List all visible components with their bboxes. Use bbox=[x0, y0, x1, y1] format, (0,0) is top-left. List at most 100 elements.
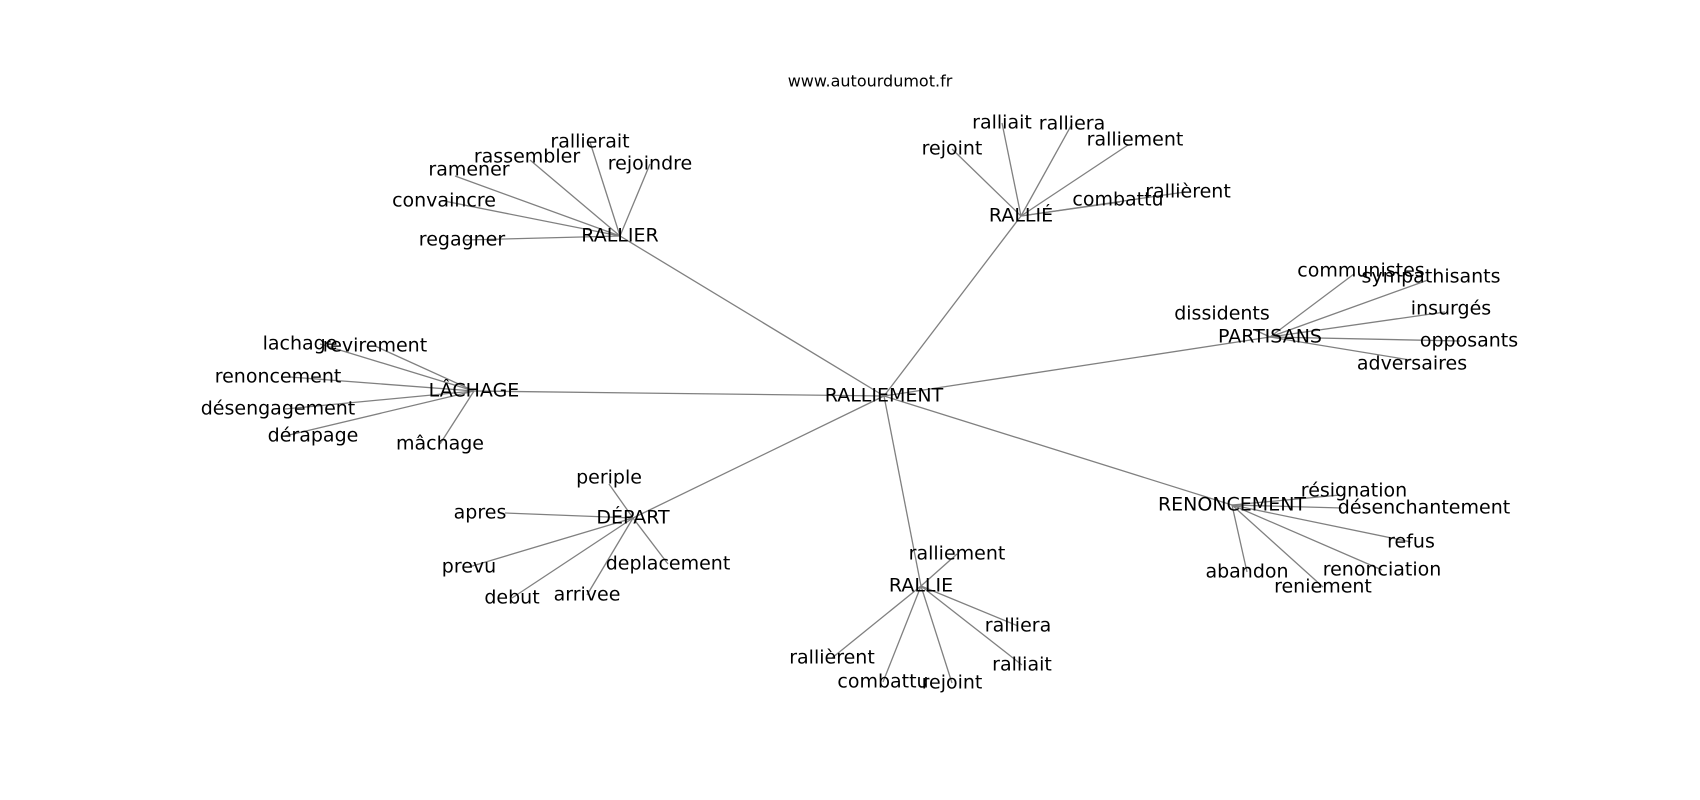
edge-renoncement-3 bbox=[1231, 504, 1383, 571]
edge-rallier-2 bbox=[529, 159, 621, 237]
edge-renoncement-5 bbox=[1231, 504, 1248, 573]
edge-depart-1 bbox=[504, 512, 634, 519]
edge-depart-5 bbox=[632, 517, 669, 565]
leaf-node-rallie-0[interactable]: ralliement bbox=[909, 543, 1006, 565]
edge-rallie-accent-0 bbox=[951, 148, 1022, 217]
edge-root-renoncement bbox=[883, 395, 1233, 506]
hub-node-rallie[interactable]: RALLIE bbox=[889, 575, 953, 597]
edge-rallier-5 bbox=[464, 235, 621, 241]
labels-layer: RALLIEMENT RALLIER rejoindrerallieraitrass… bbox=[201, 112, 1518, 694]
leaf-node-renoncement-2[interactable]: refus bbox=[1387, 531, 1435, 553]
edge-lachage-3 bbox=[284, 390, 475, 410]
hub-node-rallie-accent[interactable]: RALLIÉ bbox=[989, 204, 1053, 227]
edge-root-partisans bbox=[883, 336, 1271, 397]
leaf-node-partisans-2[interactable]: dissidents bbox=[1174, 303, 1270, 325]
leaf-node-rallie-accent-5[interactable]: combattu bbox=[1072, 189, 1163, 211]
hub-node-lachage[interactable]: LÂCHAGE bbox=[429, 379, 520, 402]
leaf-node-rallie-accent-2[interactable]: ralliera bbox=[1039, 113, 1105, 135]
leaf-node-partisans-0[interactable]: communistes bbox=[1297, 260, 1424, 282]
edge-root-rallie-accent bbox=[883, 215, 1022, 397]
edge-rallie-1 bbox=[920, 585, 1019, 627]
leaf-node-depart-3[interactable]: debut bbox=[484, 587, 539, 609]
leaf-node-rallier-3[interactable]: ramener bbox=[428, 159, 509, 181]
leaf-node-rallie-5[interactable]: rallièrent bbox=[789, 647, 875, 669]
leaf-node-depart-2[interactable]: prevu bbox=[442, 556, 496, 578]
edge-partisans-5 bbox=[1269, 336, 1411, 361]
leaf-node-rallie-accent-3[interactable]: ralliement bbox=[1087, 129, 1184, 151]
leaf-node-rallier-2[interactable]: rassembler bbox=[474, 146, 580, 168]
leaf-node-rallier-1[interactable]: rallierait bbox=[550, 131, 629, 153]
leaf-node-partisans-1[interactable]: sympathisants bbox=[1361, 266, 1500, 288]
edge-lachage-2 bbox=[289, 376, 475, 392]
leaf-node-rallier-5[interactable]: regagner bbox=[419, 229, 506, 251]
edge-partisans-2 bbox=[1254, 329, 1271, 338]
edge-rallier-4 bbox=[443, 200, 621, 237]
leaf-node-rallier-0[interactable]: rejoindre bbox=[608, 153, 692, 175]
edges-layer bbox=[284, 122, 1461, 684]
leaf-node-renoncement-4[interactable]: reniement bbox=[1274, 576, 1372, 598]
leaf-node-rallie-accent-4[interactable]: rallièrent bbox=[1145, 181, 1231, 203]
edge-depart-3 bbox=[511, 517, 634, 599]
edge-rallie-accent-3 bbox=[1020, 144, 1129, 217]
leaf-node-renoncement-0[interactable]: résignation bbox=[1301, 480, 1407, 502]
leaf-node-depart-4[interactable]: arrivee bbox=[554, 584, 621, 606]
leaf-node-rallie-2[interactable]: ralliait bbox=[992, 654, 1052, 676]
source-url: www.autourdumot.fr bbox=[788, 72, 953, 91]
edge-partisans-4 bbox=[1269, 336, 1461, 342]
edge-lachage-5 bbox=[439, 390, 475, 445]
leaf-node-depart-0[interactable]: periple bbox=[576, 467, 642, 489]
edge-depart-0 bbox=[608, 483, 634, 519]
edge-root-depart bbox=[632, 395, 885, 519]
edge-rallie-accent-2 bbox=[1020, 123, 1073, 217]
leaf-node-lachage-5[interactable]: mâchage bbox=[396, 433, 484, 455]
edge-depart-4 bbox=[586, 517, 634, 596]
edge-root-lachage bbox=[473, 390, 885, 397]
edge-partisans-0 bbox=[1269, 273, 1355, 338]
edge-rallie-accent-5 bbox=[1020, 201, 1121, 217]
edge-partisans-3 bbox=[1269, 311, 1446, 338]
leaf-node-renoncement-3[interactable]: renonciation bbox=[1323, 559, 1442, 581]
edge-depart-2 bbox=[468, 517, 634, 568]
leaf-node-rallie-accent-1[interactable]: ralliait bbox=[972, 112, 1032, 134]
edge-rallie-accent-1 bbox=[1001, 122, 1022, 217]
leaf-node-lachage-3[interactable]: désengagement bbox=[201, 398, 356, 420]
edge-lachage-1 bbox=[374, 345, 475, 392]
leaf-node-depart-1[interactable]: apres bbox=[454, 502, 507, 524]
edge-renoncement-0 bbox=[1231, 494, 1341, 506]
leaf-node-partisans-3[interactable]: insurgés bbox=[1411, 298, 1491, 320]
leaf-node-partisans-4[interactable]: opposants bbox=[1420, 330, 1518, 352]
leaf-node-depart-5[interactable]: deplacement bbox=[606, 553, 731, 575]
leaf-node-rallie-3[interactable]: rejoint bbox=[922, 672, 983, 694]
edge-rallie-3 bbox=[920, 585, 953, 684]
edge-root-rallie bbox=[883, 395, 922, 587]
edge-rallie-0 bbox=[920, 553, 958, 587]
edge-renoncement-4 bbox=[1231, 504, 1324, 588]
leaf-node-lachage-2[interactable]: renoncement bbox=[215, 366, 342, 388]
leaf-node-renoncement-1[interactable]: désenchantement bbox=[1338, 497, 1510, 519]
edge-rallie-5 bbox=[831, 585, 922, 659]
leaf-node-rallie-accent-0[interactable]: rejoint bbox=[922, 138, 983, 160]
leaf-node-lachage-1[interactable]: revirement bbox=[323, 335, 427, 357]
edge-lachage-4 bbox=[284, 390, 475, 437]
edge-renoncement-2 bbox=[1231, 504, 1412, 543]
edge-rallier-3 bbox=[454, 175, 621, 237]
hub-node-renoncement[interactable]: RENONCEMENT bbox=[1158, 494, 1306, 516]
edge-rallie-4 bbox=[882, 585, 922, 683]
edge-root-rallier bbox=[619, 235, 885, 397]
edge-lachage-0 bbox=[319, 343, 475, 392]
leaf-node-partisans-5[interactable]: adversaires bbox=[1357, 353, 1467, 375]
leaf-node-lachage-4[interactable]: dérapage bbox=[268, 425, 359, 447]
hub-node-depart[interactable]: DÉPART bbox=[596, 506, 670, 529]
hub-node-rallier[interactable]: RALLIER bbox=[581, 225, 658, 247]
edge-rallier-1 bbox=[589, 141, 621, 237]
root-node-label[interactable]: RALLIEMENT bbox=[825, 385, 944, 407]
edge-rallier-0 bbox=[619, 163, 651, 237]
leaf-node-renoncement-5[interactable]: abandon bbox=[1205, 561, 1288, 583]
edge-renoncement-1 bbox=[1231, 504, 1343, 509]
leaf-node-rallie-4[interactable]: combattu bbox=[837, 671, 928, 693]
hub-node-partisans[interactable]: PARTISANS bbox=[1218, 326, 1322, 348]
leaf-node-rallier-4[interactable]: convaincre bbox=[392, 190, 496, 212]
leaf-node-rallie-1[interactable]: ralliera bbox=[985, 615, 1051, 637]
leaf-node-lachage-0[interactable]: lachage bbox=[263, 333, 338, 355]
